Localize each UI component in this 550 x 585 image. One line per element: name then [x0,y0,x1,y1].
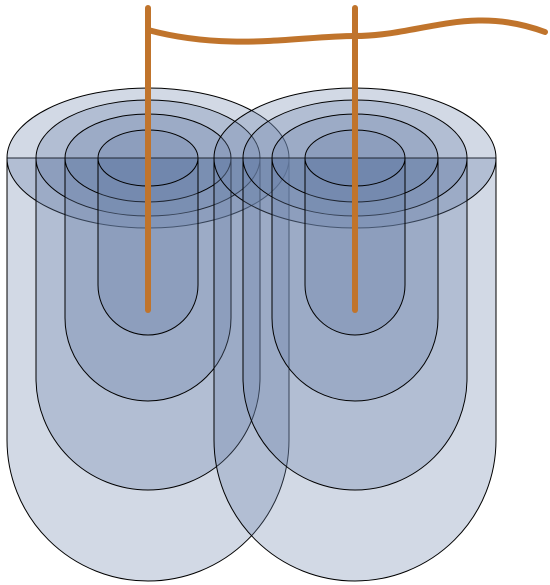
right-shell-2-body [242,157,468,491]
left-shell-2-body [35,157,261,491]
rods-layer [145,5,548,313]
shells-layer [6,87,497,582]
connecting-wire [145,17,548,45]
right-shell-1-body [213,157,497,582]
